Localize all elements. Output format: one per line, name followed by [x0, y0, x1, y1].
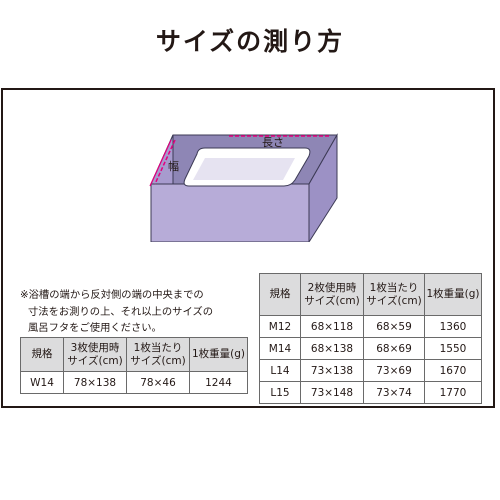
table-cell: M12 — [259, 315, 301, 338]
table-cell: 1244 — [189, 371, 248, 394]
table-cell: 73×148 — [300, 381, 364, 404]
table-cell: 73×69 — [363, 359, 425, 382]
note-line: 風呂フタをご使用ください。 — [28, 322, 162, 334]
note-line: ※浴槽の端から反対側の端の中央までの — [20, 289, 204, 301]
table-cell: 1770 — [424, 381, 482, 404]
table-header-row: 規格 2枚使用時 サイズ(cm) 1枚当たり サイズ(cm) 1枚重量(g) — [259, 273, 482, 316]
table-cell: 78×138 — [63, 371, 127, 394]
content-frame — [1, 88, 495, 408]
table-row: M14 68×138 68×69 1550 — [259, 337, 482, 360]
header-cell: 1枚重量(g) — [189, 337, 248, 372]
table-cell: 1360 — [424, 315, 482, 338]
header-cell: 1枚当たり サイズ(cm) — [363, 273, 425, 316]
header-cell: 1枚重量(g) — [424, 273, 482, 316]
tub-right-face — [308, 133, 338, 242]
header-cell: 規格 — [259, 273, 301, 316]
note-line: 寸法をお測りの上、それ以上のサイズの — [28, 305, 214, 318]
table-cell: 1550 — [424, 337, 482, 360]
width-measure-line — [154, 139, 176, 185]
table-cell: 68×118 — [300, 315, 364, 338]
table-cell: 73×138 — [300, 359, 364, 382]
table-row: L15 73×148 73×74 1770 — [259, 381, 482, 404]
table-row: L14 73×138 73×69 1670 — [259, 359, 482, 382]
table-cell: 78×46 — [126, 371, 190, 394]
spec-table-right: 規格 2枚使用時 サイズ(cm) 1枚当たり サイズ(cm) 1枚重量(g) M… — [259, 273, 482, 404]
header-cell: 3枚使用時 サイズ(cm) — [63, 337, 127, 372]
table-row: W14 78×138 78×46 1244 — [20, 371, 248, 394]
table-row: M12 68×118 68×59 1360 — [259, 315, 482, 338]
usage-note: ※浴槽の端から反対側の端の中央までの 寸法をお測りの上、それ以上のサイズの 風呂… — [20, 287, 270, 337]
table-cell: 73×74 — [363, 381, 425, 404]
table-cell: 68×69 — [363, 337, 425, 360]
table-cell: M14 — [259, 337, 301, 360]
table-cell: W14 — [20, 371, 64, 394]
width-dim-line — [149, 139, 172, 187]
table-cell: L15 — [259, 381, 301, 404]
table-cell: 1670 — [424, 359, 482, 382]
bathtub-diagram — [149, 133, 338, 242]
length-label: 長さ — [262, 136, 284, 149]
spec-table-left: 規格 3枚使用時 サイズ(cm) 1枚当たり サイズ(cm) 1枚重量(g) W… — [20, 337, 248, 394]
page-title: サイズの測り方 — [155, 27, 345, 56]
width-label: 幅 — [168, 160, 179, 173]
tub-inner-shade — [193, 158, 295, 180]
header-cell: 1枚当たり サイズ(cm) — [126, 337, 190, 372]
table-cell: 68×138 — [300, 337, 364, 360]
table-cell: 68×59 — [363, 315, 425, 338]
header-cell: 2枚使用時 サイズ(cm) — [300, 273, 364, 316]
table-header-row: 規格 3枚使用時 サイズ(cm) 1枚当たり サイズ(cm) 1枚重量(g) — [20, 337, 248, 372]
tub-front-face — [150, 183, 310, 242]
table-cell: L14 — [259, 359, 301, 382]
header-cell: 規格 — [20, 337, 64, 372]
